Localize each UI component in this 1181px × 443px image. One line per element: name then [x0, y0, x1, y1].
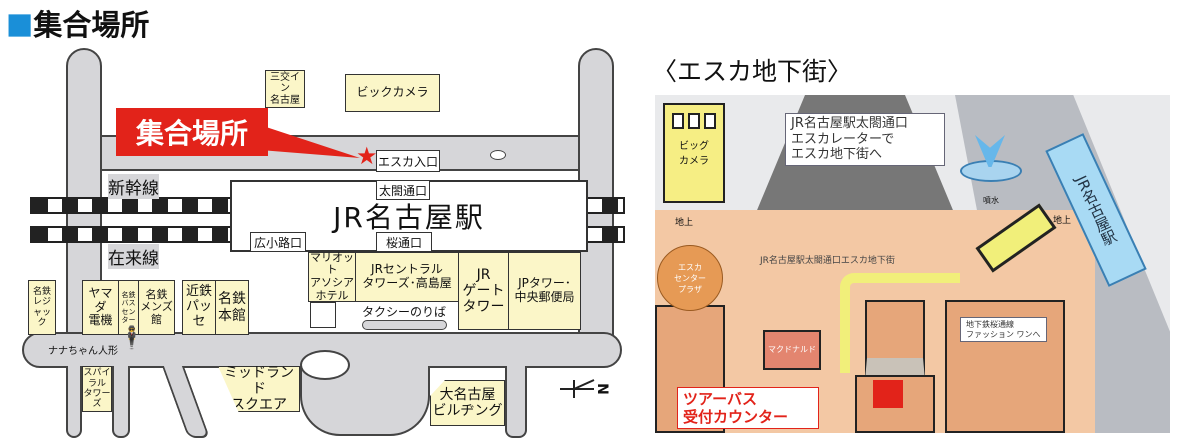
station-name: JR名古屋駅	[333, 201, 485, 234]
building-spiral-towers: スパイラル タワーズ	[82, 366, 112, 412]
fountain-label: 噴水	[983, 196, 999, 205]
small-building	[310, 302, 336, 328]
compass-north: N	[593, 383, 610, 395]
ground-label: 地上	[1053, 216, 1072, 226]
star-icon: ★	[356, 142, 378, 170]
roundabout	[300, 350, 350, 380]
meeting-point-label: 集合場所	[116, 108, 268, 156]
compass-icon: N	[560, 378, 610, 400]
building-meitetsu-honkan: 名鉄 本館	[215, 280, 249, 335]
bic-camera-label: ビッグ カメラ	[679, 141, 709, 167]
exit-taiko: 太閤通口	[376, 180, 430, 200]
nanachan-doll-icon: 🕴	[118, 326, 146, 351]
road	[161, 366, 211, 438]
taxi-stand	[362, 320, 447, 330]
exit-esca: エスカ入口	[376, 150, 440, 172]
title-text: 集合場所	[33, 8, 150, 42]
meeting-point-map: JR名古屋駅 新幹線 在来線 三交イン 名古屋 ビックカメラ エスカ入口 太閤通…	[22, 48, 625, 438]
tour-bus-counter-callout: ツアーバス 受付カウンター	[677, 387, 819, 429]
building-sankoin: 三交イン 名古屋	[265, 70, 305, 108]
road	[112, 366, 130, 438]
building-midland-square: ミッドランド スクエア	[218, 366, 300, 412]
street-label: JR名古屋駅太閤通口エスカ地下街	[760, 256, 895, 266]
zairaisen-label: 在来線	[108, 244, 159, 269]
building-jr-gate-tower: JR ゲート タワー	[458, 252, 509, 330]
shop-block	[865, 300, 925, 380]
bic-camera-building: ビッグ カメラ	[663, 103, 725, 203]
building-bic-camera: ビックカメラ	[345, 74, 440, 112]
building-jr-central-towers: JRセントラル タワーズ･高島屋	[355, 252, 459, 302]
exit-sakura: 桜通口	[376, 232, 432, 252]
title-marker: ■	[6, 6, 34, 40]
esca-center-plaza: エスカ センター プラザ	[657, 245, 723, 311]
building-meitetsu-rejack: 名鉄 レジャック	[28, 280, 56, 335]
road	[505, 366, 527, 438]
route-arrow	[840, 273, 960, 373]
nanachan-label: ナナちゃん人形	[48, 346, 118, 357]
esca-illustration: マクドナルド ビッグ カメラ 地上 地上 噴水 JR名古屋駅太閤通口 エスカレー…	[655, 95, 1170, 433]
building-dai-nagoya: 大名古屋 ビルヂング	[430, 380, 505, 426]
esca-center-plaza-label: エスカ センター プラザ	[674, 262, 706, 294]
windows	[672, 113, 716, 129]
subway-passage-callout: 地下鉄桜通線 ファッション ワンへ	[960, 317, 1047, 343]
shinkansen-label: 新幹線	[108, 174, 159, 199]
esca-title: 〈エスカ地下街〉	[652, 57, 853, 86]
shop-mcdonalds: マクドナルド	[763, 330, 821, 370]
building-meitetsu-mens: 名鉄 メンズ館	[138, 280, 175, 335]
building-kintetsu-passe: 近鉄 パッセ	[182, 280, 216, 335]
ground-label: 地上	[675, 218, 694, 228]
taxi-stand-label: タクシーのりば	[362, 305, 447, 319]
road-island	[490, 150, 506, 160]
road	[66, 366, 82, 438]
exit-hirokoji: 広小路口	[250, 232, 306, 252]
building-yamada: ヤマダ 電機	[82, 280, 119, 335]
meeting-point-pointer	[260, 125, 360, 158]
section-title: ■ 集合場所	[6, 2, 149, 44]
building-jp-tower: JPタワー･ 中央郵便局	[508, 252, 581, 330]
counter-marker	[873, 380, 903, 408]
building-marriott: マリオット アソシア ホテル	[308, 250, 356, 302]
escalator-callout: JR名古屋駅太閤通口 エスカレーターで エスカ地下街へ	[785, 113, 945, 166]
